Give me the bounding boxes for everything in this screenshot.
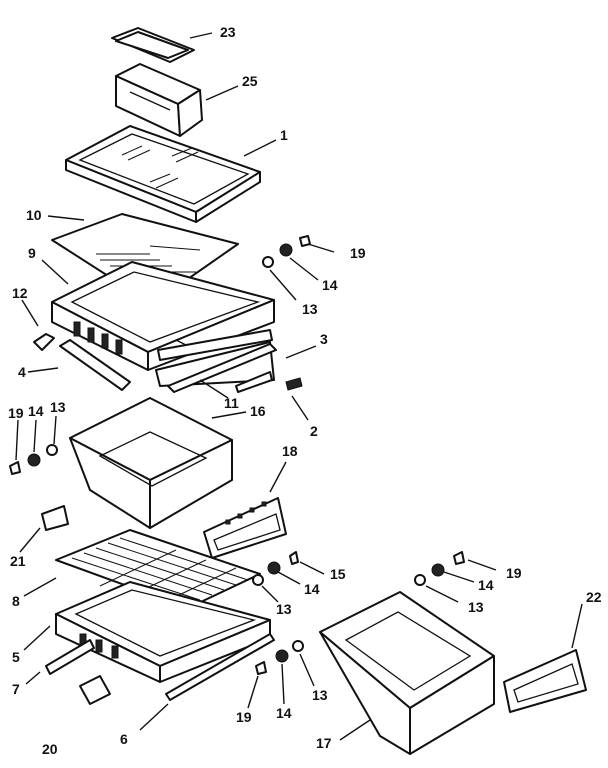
part-21-clip	[41, 505, 69, 531]
part-7-slide-rail	[45, 639, 95, 675]
part-22-drawer-front	[503, 649, 587, 713]
callout-2: 2	[310, 423, 318, 439]
hardware-stack-left	[9, 444, 58, 475]
callout-1: 1	[280, 127, 288, 143]
leader-lines	[15, 32, 583, 741]
callout-15: 15	[330, 566, 346, 582]
callout-19-left: 19	[8, 405, 24, 421]
callout-14-upper: 14	[322, 277, 338, 293]
part-1-glass-shelf	[65, 125, 261, 223]
callout-14-left: 14	[28, 403, 44, 419]
part-6-slide-rail	[165, 633, 275, 701]
callout-18: 18	[282, 443, 298, 459]
callout-13-lower: 13	[312, 687, 328, 703]
callout-25: 25	[242, 73, 258, 89]
part-3-bracket	[155, 329, 275, 387]
callout-13-right: 13	[468, 599, 484, 615]
callout-19-upper: 19	[350, 245, 366, 261]
callout-19-lower: 19	[236, 709, 252, 725]
callout-6: 6	[120, 731, 128, 747]
callout-14-middle: 14	[304, 581, 320, 597]
callout-17: 17	[316, 735, 332, 751]
part-23-lid	[111, 27, 195, 63]
part-16-crisper-drawer	[69, 397, 233, 529]
hardware-stack-middle	[252, 551, 299, 586]
callout-22: 22	[586, 589, 602, 605]
callout-11: 11	[224, 395, 239, 411]
part-2-damper	[235, 371, 303, 393]
callout-19-right: 19	[506, 565, 522, 581]
callout-21: 21	[10, 553, 26, 569]
callout-14-right: 14	[478, 577, 494, 593]
callout-16: 16	[250, 403, 266, 419]
callout-8: 8	[12, 593, 20, 609]
callout-10: 10	[26, 207, 42, 223]
callout-13-middle: 13	[276, 601, 292, 617]
callout-labels: 23 25 1 10 9 19 14 13 12 3 4 11 16 2 19 …	[8, 24, 602, 757]
callout-9: 9	[28, 245, 36, 261]
part-11-slide-rail	[167, 343, 277, 393]
callout-7: 7	[12, 681, 20, 697]
part-17-pan-drawer	[319, 591, 495, 755]
callout-3: 3	[320, 331, 328, 347]
callout-13-upper: 13	[302, 301, 318, 317]
callout-23: 23	[220, 24, 236, 40]
part-4-slide-rail	[59, 339, 131, 391]
callout-5: 5	[12, 649, 20, 665]
part-25-bin	[115, 63, 203, 137]
callout-12: 12	[12, 285, 28, 301]
hardware-stack-lower	[255, 640, 304, 675]
callout-4: 4	[18, 364, 26, 380]
part-12-end-cap	[33, 333, 55, 351]
callout-14-lower: 14	[276, 705, 292, 721]
callout-20: 20	[42, 741, 58, 757]
part-20-end-cap	[79, 675, 111, 705]
callout-13-left: 13	[50, 399, 66, 415]
hardware-stack-upper-right	[262, 235, 311, 268]
part-18-drawer-front	[203, 497, 287, 559]
part-5-lower-cover-frame	[55, 581, 271, 683]
hardware-stack-right	[414, 551, 465, 586]
